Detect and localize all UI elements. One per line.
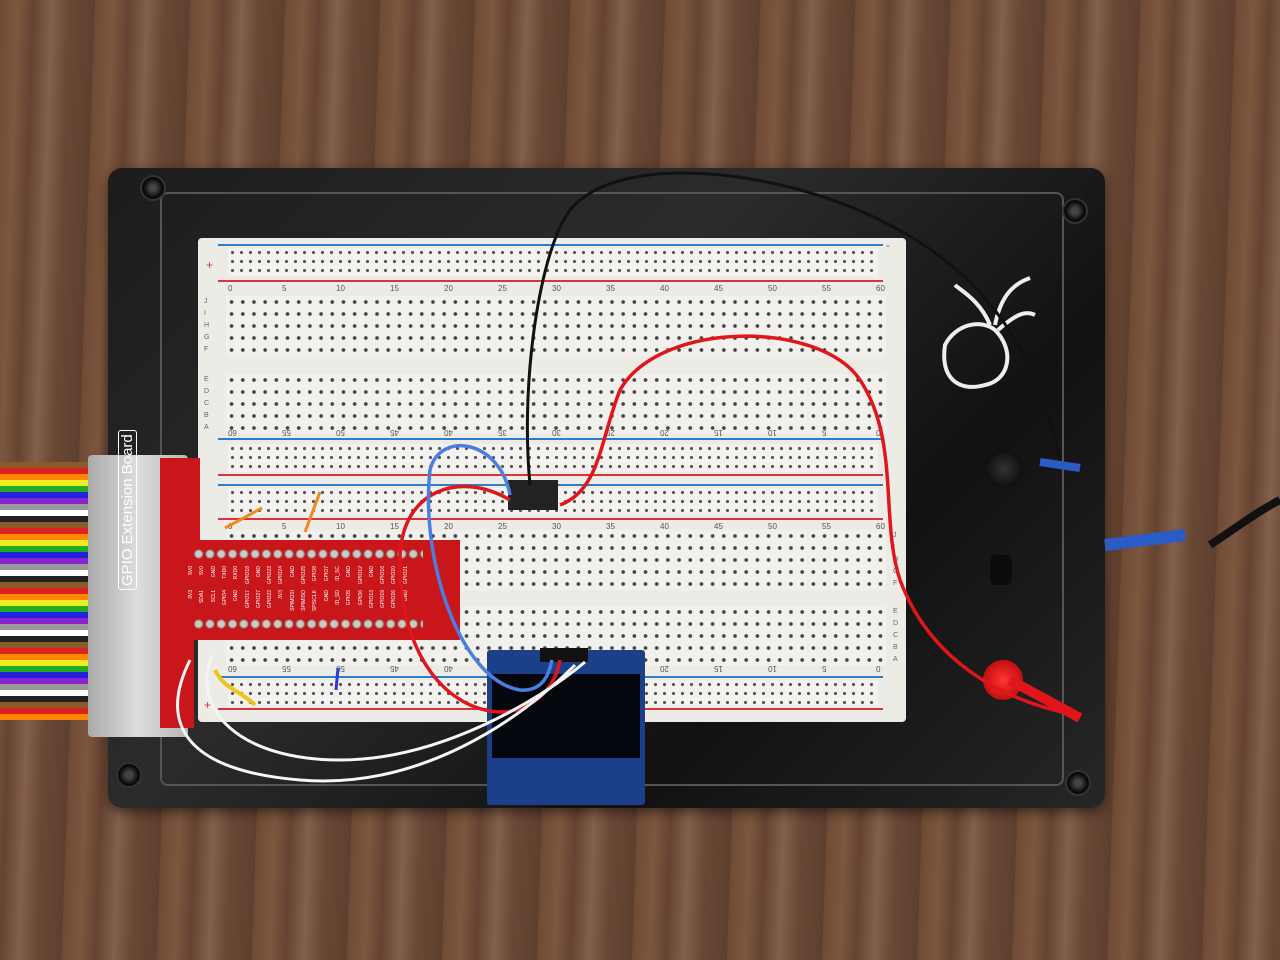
row-letter: J bbox=[204, 298, 208, 305]
row-letter: C bbox=[204, 400, 210, 407]
screw bbox=[140, 175, 166, 201]
jumper-connector bbox=[508, 480, 558, 510]
column-number: 45 bbox=[714, 522, 723, 531]
column-number: 30 bbox=[552, 284, 561, 293]
column-number: 5 bbox=[282, 522, 287, 531]
column-number: 15 bbox=[390, 522, 399, 531]
orange-jumper bbox=[303, 491, 322, 533]
row-letter: B bbox=[204, 412, 209, 419]
row-letter: F bbox=[204, 346, 209, 353]
column-number: 35 bbox=[606, 284, 615, 293]
screw bbox=[1062, 198, 1088, 224]
column-number: 30 bbox=[552, 522, 561, 531]
plus-sign: + bbox=[206, 258, 214, 272]
column-number: 40 bbox=[660, 522, 669, 531]
red-wire-power bbox=[559, 334, 1076, 717]
row-letter: E bbox=[893, 608, 898, 615]
blue-jumper bbox=[334, 667, 340, 691]
screw bbox=[1065, 770, 1091, 796]
column-number: 60 bbox=[876, 284, 885, 293]
terminal-strip bbox=[226, 374, 886, 434]
black-binding-post[interactable] bbox=[985, 450, 1023, 488]
minus-sign: - bbox=[886, 238, 890, 252]
row-letter: D bbox=[204, 388, 210, 395]
column-number: 50 bbox=[768, 522, 777, 531]
row-letter: B bbox=[893, 644, 898, 651]
column-number: 60 bbox=[876, 522, 885, 531]
row-letter: I bbox=[204, 310, 206, 317]
row-letter: A bbox=[204, 424, 209, 431]
column-number: 50 bbox=[768, 284, 777, 293]
blue-cable-sleeve bbox=[1104, 529, 1186, 551]
white-wire bbox=[176, 659, 577, 783]
row-letter: A bbox=[893, 656, 898, 663]
binding-post-hole bbox=[990, 555, 1012, 585]
column-number: 20 bbox=[444, 522, 453, 531]
row-letter: C bbox=[893, 632, 899, 639]
red-wire bbox=[398, 484, 562, 714]
pin-row bbox=[193, 618, 423, 630]
row-letter: D bbox=[893, 620, 899, 627]
column-number: 5 bbox=[282, 284, 287, 293]
column-number: 25 bbox=[498, 522, 507, 531]
column-number: 25 bbox=[498, 284, 507, 293]
column-number: 0 bbox=[228, 284, 233, 293]
column-number: 15 bbox=[390, 284, 399, 293]
power-rail-middle bbox=[228, 444, 878, 472]
oled-header-pins bbox=[540, 648, 588, 662]
row-letter: F bbox=[893, 580, 898, 587]
row-letter: J bbox=[893, 532, 897, 539]
yellow-wire bbox=[213, 669, 257, 707]
blue-wire bbox=[426, 444, 554, 692]
ribbon-cable bbox=[0, 462, 100, 720]
screw bbox=[116, 762, 142, 788]
terminal-strip bbox=[226, 296, 886, 356]
power-rail-top bbox=[228, 248, 878, 276]
column-number: 10 bbox=[336, 522, 345, 531]
orange-jumper bbox=[224, 506, 263, 530]
column-number: 20 bbox=[444, 284, 453, 293]
column-number: 55 bbox=[822, 522, 831, 531]
power-cable bbox=[1207, 496, 1280, 549]
column-number: 55 bbox=[822, 284, 831, 293]
plus-sign: + bbox=[204, 698, 212, 712]
radish-logo-icon bbox=[942, 276, 1036, 389]
column-number: 10 bbox=[336, 284, 345, 293]
row-letter: G bbox=[204, 334, 210, 341]
blue-probe bbox=[1039, 458, 1081, 472]
row-letter: H bbox=[204, 322, 210, 329]
red-probe bbox=[1007, 675, 1083, 723]
black-wire bbox=[525, 171, 1062, 486]
pin-row bbox=[193, 548, 423, 560]
column-number: 40 bbox=[660, 284, 669, 293]
white-wire bbox=[205, 654, 586, 762]
column-number: 45 bbox=[714, 284, 723, 293]
column-number: 35 bbox=[606, 522, 615, 531]
row-letter: E bbox=[204, 376, 209, 383]
